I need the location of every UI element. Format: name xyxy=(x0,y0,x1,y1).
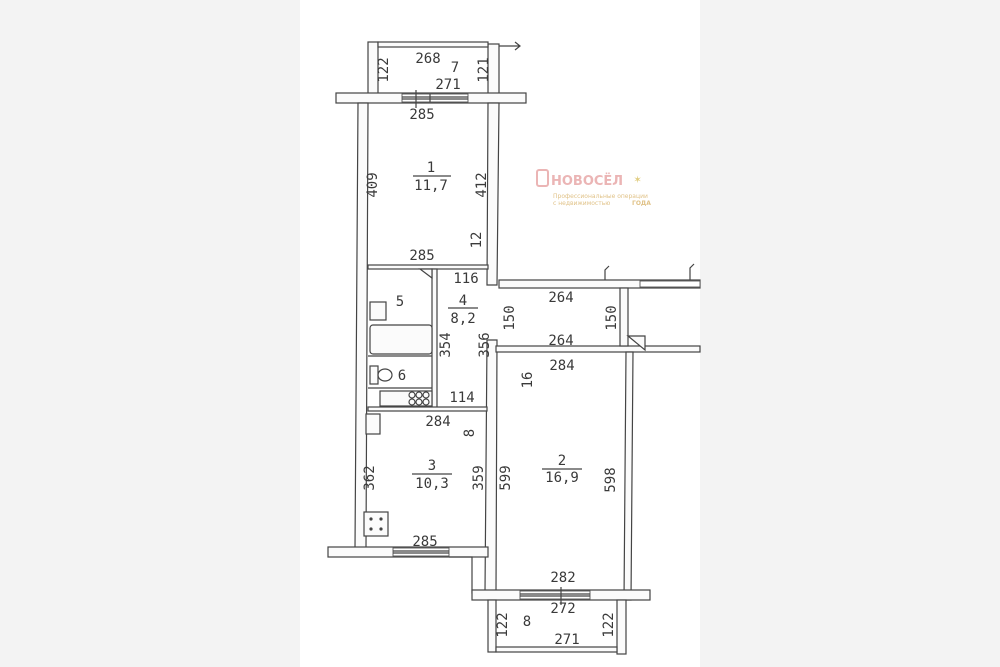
dim: 268 xyxy=(415,51,440,67)
logo-tagline-2: с недвижимостью xyxy=(553,200,610,207)
dim: 356 xyxy=(477,332,493,357)
room2-top-wall xyxy=(495,345,701,353)
dim: 271 xyxy=(554,632,579,648)
dim: 271 xyxy=(435,77,460,93)
dim: 284 xyxy=(549,358,574,374)
room-3-area: 10,3 xyxy=(415,476,449,492)
room-7-number: 7 xyxy=(451,60,459,76)
top-wall xyxy=(335,90,527,108)
dim: 282 xyxy=(550,570,575,586)
pipes-icon xyxy=(379,390,433,407)
toilet-tank-icon xyxy=(369,365,379,385)
dim: 285 xyxy=(409,107,434,123)
logo-brand: НОВОСЁЛ xyxy=(551,173,623,189)
dim: 150 xyxy=(604,305,620,330)
dim: 264 xyxy=(548,333,573,349)
stove-icon xyxy=(363,511,389,537)
room-1-area: 11,7 xyxy=(414,178,448,194)
logo-badge: ГОДА xyxy=(632,200,651,207)
dim: 284 xyxy=(425,414,450,430)
dim: 116 xyxy=(453,271,478,287)
vent-icon xyxy=(418,268,433,280)
dim: 285 xyxy=(412,534,437,550)
sink-icon xyxy=(369,301,387,321)
dim: 121 xyxy=(476,57,492,82)
vent-icon-2 xyxy=(626,335,646,352)
room-2-number: 2 xyxy=(558,453,566,469)
partition-kitchen xyxy=(367,406,488,412)
dim: 122 xyxy=(601,612,617,637)
room-3-number: 3 xyxy=(428,458,436,474)
bathtub-icon xyxy=(369,324,433,355)
inner-wall xyxy=(619,287,629,347)
dim: 8 xyxy=(462,429,478,437)
dim: 150 xyxy=(502,305,518,330)
dim: 359 xyxy=(471,465,487,490)
dim: 12 xyxy=(469,232,485,249)
dim: 409 xyxy=(365,172,381,197)
room-8-number: 8 xyxy=(523,614,531,630)
kitchen-sink-icon xyxy=(365,413,381,435)
dim: 122 xyxy=(376,57,392,82)
toilet-icon xyxy=(377,368,393,382)
room2-bottom-wall xyxy=(471,587,651,605)
dim: 412 xyxy=(474,172,490,197)
room-labels: 1 11,7 4 8,2 3 10,3 2 16,9 5 6 7 8 xyxy=(396,60,582,630)
logo-watermark: НОВОСЁЛ Профессиональные операции с недв… xyxy=(536,169,651,207)
room-1-number: 1 xyxy=(427,160,435,176)
dim: 272 xyxy=(550,601,575,617)
dim: 354 xyxy=(438,332,454,357)
dim: 114 xyxy=(449,390,474,406)
dim: 122 xyxy=(495,612,511,637)
dim: 285 xyxy=(409,248,434,264)
room-2-area: 16,9 xyxy=(545,470,579,486)
logo-star-icon: ✶ xyxy=(634,172,641,186)
room-4-number: 4 xyxy=(459,293,467,309)
logo-icon xyxy=(536,169,549,187)
room-5-number: 5 xyxy=(396,294,404,310)
dim: 599 xyxy=(498,465,514,490)
dim: 362 xyxy=(362,465,378,490)
dimension-labels: 268 122 121 271 285 409 412 285 12 116 3… xyxy=(362,51,620,648)
room-6-number: 6 xyxy=(398,368,406,384)
central-wall xyxy=(486,102,500,286)
balcony-8 xyxy=(487,599,627,655)
partition-bath xyxy=(431,268,438,411)
dim: 264 xyxy=(548,290,573,306)
room-4-area: 8,2 xyxy=(450,311,475,327)
dim: 16 xyxy=(520,372,536,389)
dim: 598 xyxy=(603,467,619,492)
logo-tagline: Профессиональные операции xyxy=(553,193,648,200)
room2-right-wall xyxy=(623,351,634,601)
